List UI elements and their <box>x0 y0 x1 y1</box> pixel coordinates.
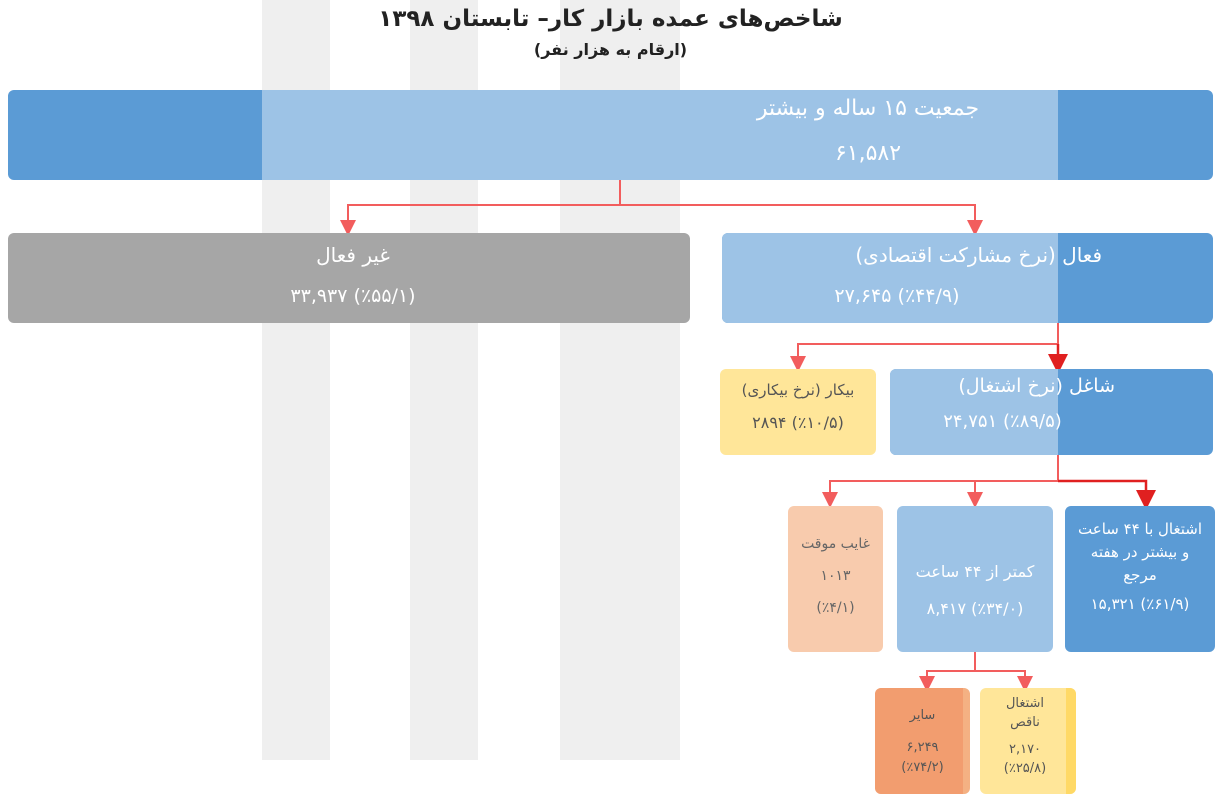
active-text: فعال (نرخ مشارکت اقتصادی) (٪۴۴/۹) ۲۷,۶۴۵ <box>722 233 1102 323</box>
active-value: (٪۴۴/۹) ۲۷,۶۴۵ <box>834 285 960 307</box>
full-time-line2: و بیشتر در هفته <box>1090 543 1190 561</box>
full-time-value: (٪۶۱/۹) ۱۵,۳۲۱ <box>1090 595 1190 613</box>
employed-label: شاغل (نرخ اشتغال) <box>958 375 1115 397</box>
population-label: جمعیت ۱۵ ساله و بیشتر <box>756 96 980 121</box>
employed-box-overlay <box>890 369 1058 455</box>
employed-value: (٪۸۹/۵) ۲۴,۷۵۱ <box>943 411 1062 432</box>
temp-absent-value: ۱۰۱۳ <box>820 568 851 584</box>
inactive-label: غیر فعال <box>316 243 390 267</box>
unemployed-label: بیکار (نرخ بیکاری) <box>741 381 855 399</box>
underemployed-value: ۲,۱۷۰ <box>1008 742 1042 757</box>
connector-population-active <box>620 204 983 236</box>
underemployed-box <box>980 688 1076 794</box>
inactive-box: غیر فعال (٪۵۵/۱) ۳۳,۹۳۷ <box>8 233 690 323</box>
unemployed-value: (٪۱۰/۵) ۲۸۹۴ <box>752 413 844 432</box>
underemployed-text: اشتغال ناقص ۲,۱۷۰ (٪۲۵/۸) <box>980 688 1070 794</box>
active-label: فعال (نرخ مشارکت اقتصادی) <box>855 243 1102 267</box>
connector-population <box>340 180 621 236</box>
diagram-subtitle: (ارقام به هزار نفر) <box>533 40 688 59</box>
population-value: ۶۱,۵۸۲ <box>834 141 902 166</box>
employed-text: شاغل (نرخ اشتغال) (٪۸۹/۵) ۲۴,۷۵۱ <box>890 369 1115 455</box>
other-value: ۶,۲۴۹ <box>906 740 939 755</box>
full-time-line3: مرجع <box>1123 566 1157 584</box>
less-44-box: کمتر از ۴۴ ساعت (٪۳۴/۰) ۸,۴۱۷ <box>897 506 1053 652</box>
connector-employed-fulltime <box>1058 479 1156 510</box>
active-box-overlay <box>722 233 1058 323</box>
unemployed-box: بیکار (نرخ بیکاری) (٪۱۰/۵) ۲۸۹۴ <box>720 369 876 455</box>
connector-employed <box>822 455 1059 508</box>
temp-absent-percent: (٪۴/۱) <box>816 600 855 616</box>
less-44-value: (٪۳۴/۰) ۸,۴۱۷ <box>926 599 1024 618</box>
connector-active <box>790 322 1059 372</box>
full-time-line1: اشتغال با ۴۴ ساعت <box>1078 520 1202 538</box>
connector-less44-children <box>919 652 976 692</box>
less-44-label: کمتر از ۴۴ ساعت <box>915 562 1035 581</box>
temp-absent-label: غایب موقت <box>801 536 870 552</box>
temp-absent-box: غایب موقت ۱۰۱۳ (٪۴/۱) <box>788 506 883 652</box>
inactive-value: (٪۵۵/۱) ۳۳,۹۳۷ <box>290 285 416 307</box>
population-box-overlay: جمعیت ۱۵ ساله و بیشتر ۶۱,۵۸۲ <box>262 90 1058 180</box>
underemployed-stripe <box>1066 688 1076 794</box>
connector-underemployed <box>975 670 1033 692</box>
other-text: سایر ۶,۲۴۹ (٪۷۴/۲) <box>875 688 970 794</box>
other-percent: (٪۷۴/۲) <box>901 760 944 775</box>
underemployed-percent: (٪۲۵/۸) <box>1003 761 1047 776</box>
other-label: سایر <box>909 708 936 723</box>
diagram-title: شاخص‌های عمده بازار کار– تابستان ۱۳۹۸ <box>378 6 843 32</box>
other-box-inner <box>875 688 963 794</box>
underemployed-line2: ناقص <box>1010 715 1040 730</box>
underemployed-line1: اشتغال <box>1005 696 1045 711</box>
full-time-box: اشتغال با ۴۴ ساعت و بیشتر در هفته مرجع (… <box>1065 506 1215 652</box>
